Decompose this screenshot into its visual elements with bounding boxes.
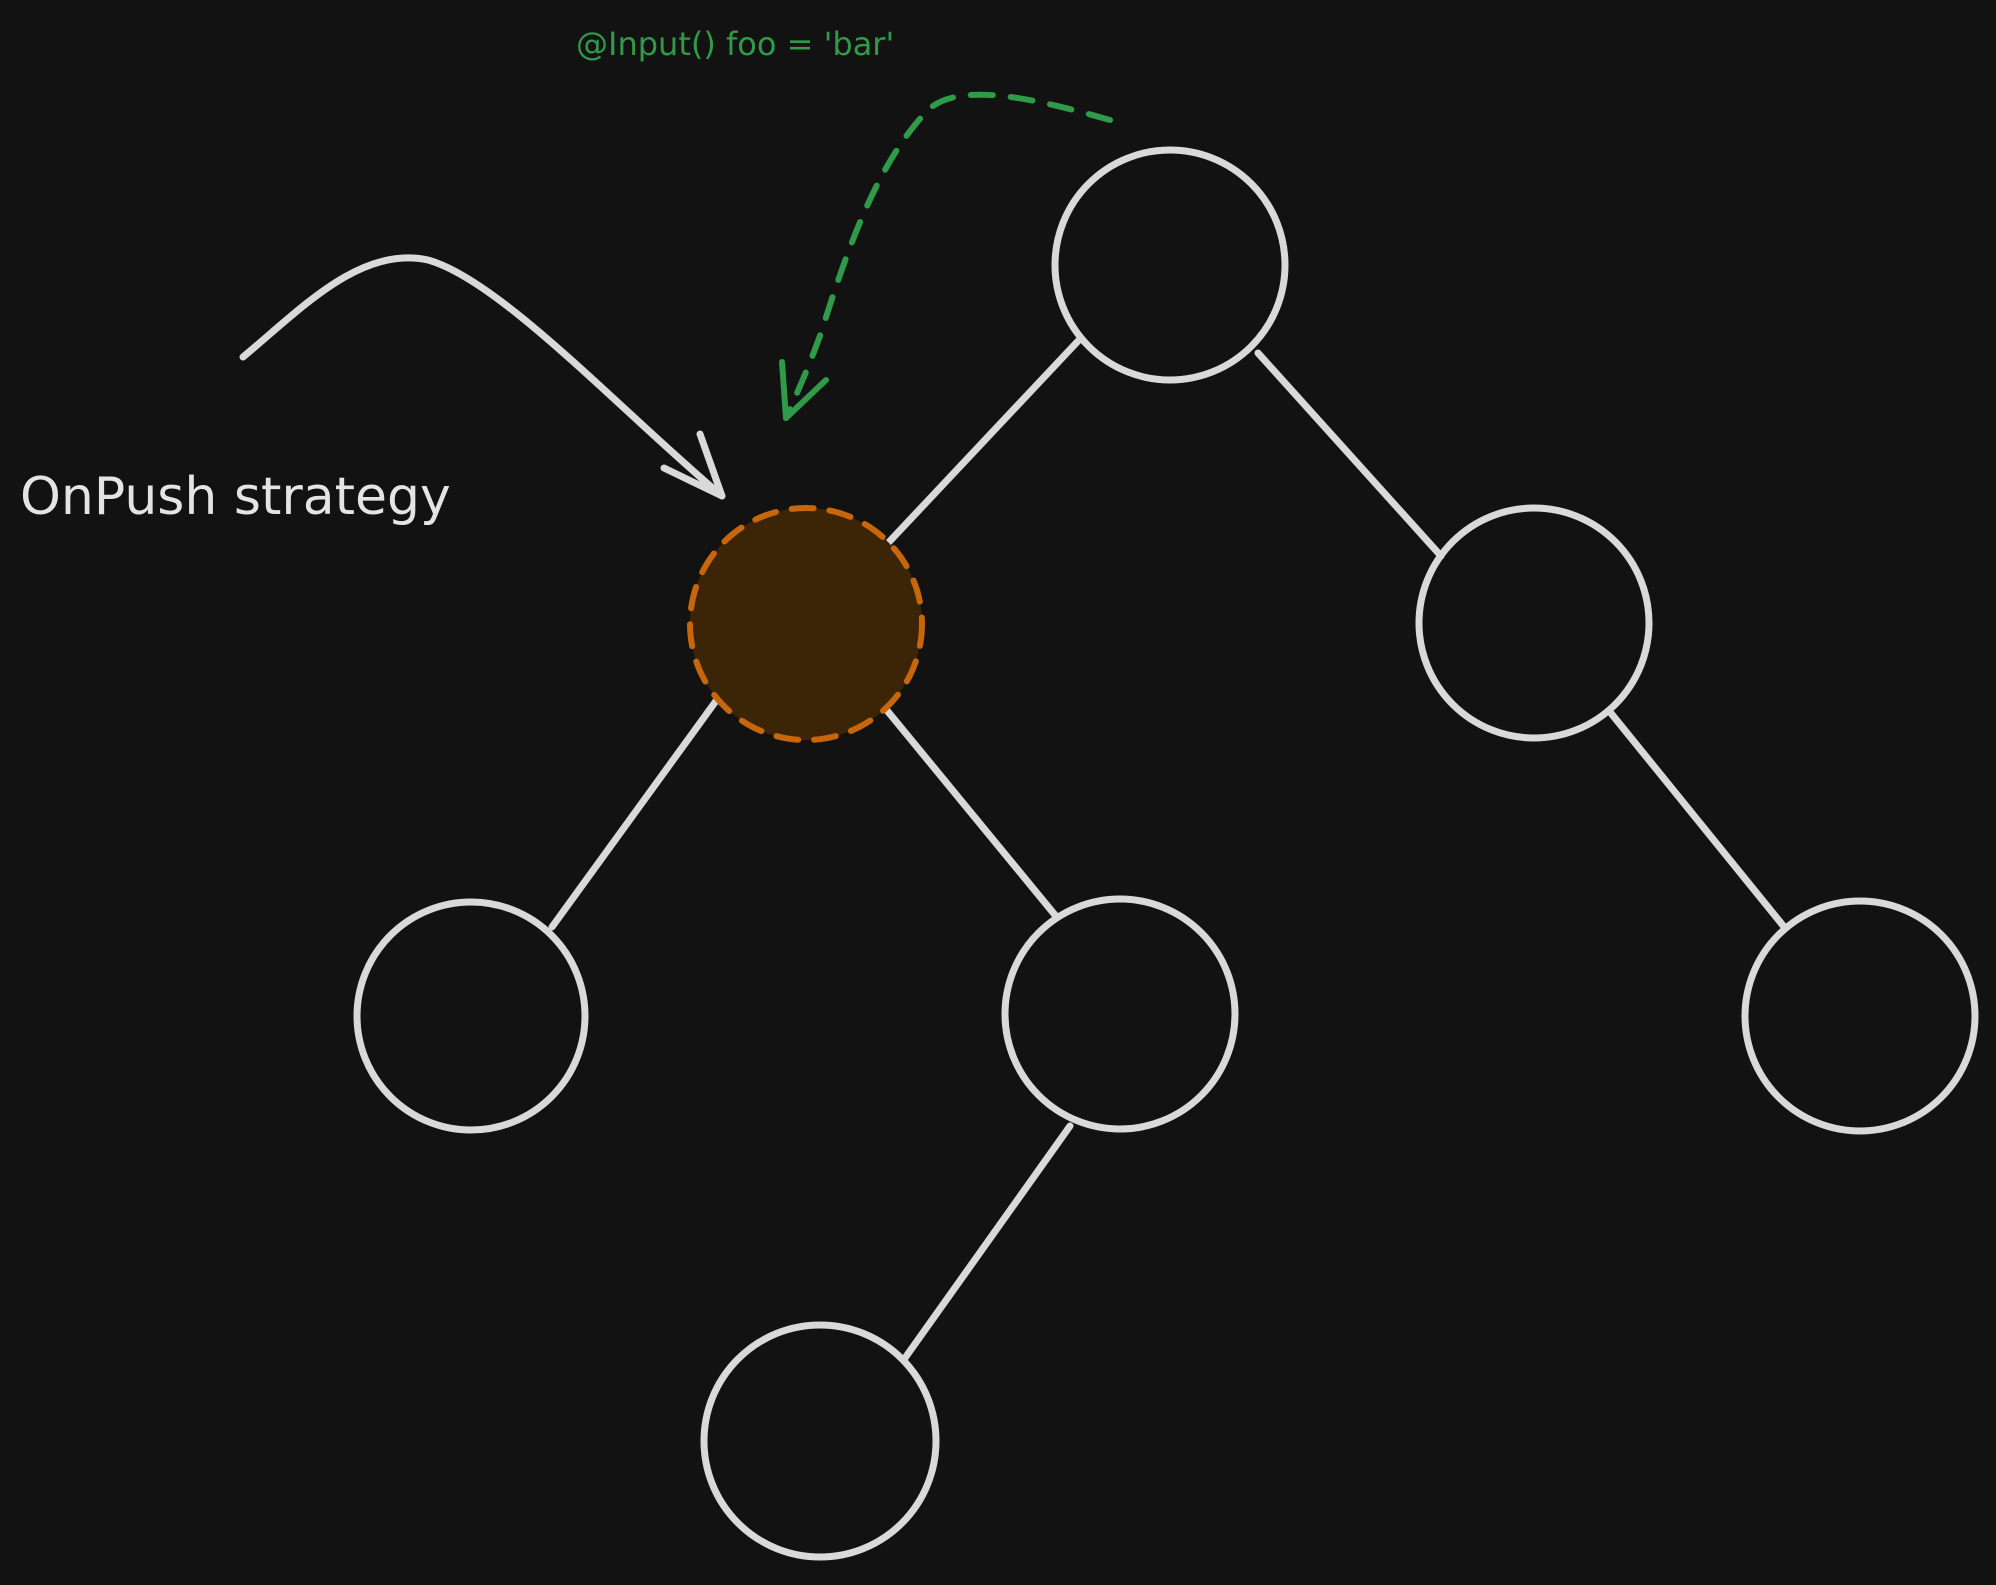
edge-onpush-left-child xyxy=(548,690,725,931)
tree-node-root xyxy=(1051,146,1289,384)
input-annotation-label: @Input() foo = 'bar' xyxy=(576,25,894,63)
edge-root-right xyxy=(1254,349,1445,560)
tree-node-right xyxy=(1415,504,1653,742)
edges xyxy=(548,336,1789,1362)
input-arrow-head xyxy=(779,359,829,421)
tree-node-onpush-highlighted xyxy=(687,505,925,743)
edge-right-right-child xyxy=(1606,708,1789,932)
input-arrow xyxy=(779,91,1113,421)
tree-node-onpush-left-child xyxy=(353,898,589,1134)
edge-root-onpush xyxy=(885,336,1083,546)
onpush-strategy-label: OnPush strategy xyxy=(20,467,451,527)
tree-node-right-child xyxy=(1741,897,1979,1135)
tree-node-onpush-right-child xyxy=(1001,895,1239,1133)
nodes xyxy=(353,146,1979,1561)
edge-right-child-grandchild xyxy=(901,1122,1074,1362)
onpush-pointer-arrow xyxy=(239,254,726,500)
tree-node-grandchild xyxy=(700,1321,940,1561)
onpush-arrow-shaft xyxy=(239,254,726,500)
edge-onpush-right-child xyxy=(881,704,1059,919)
onpush-arrow-head xyxy=(660,430,726,500)
input-arrow-shaft xyxy=(783,91,1113,421)
